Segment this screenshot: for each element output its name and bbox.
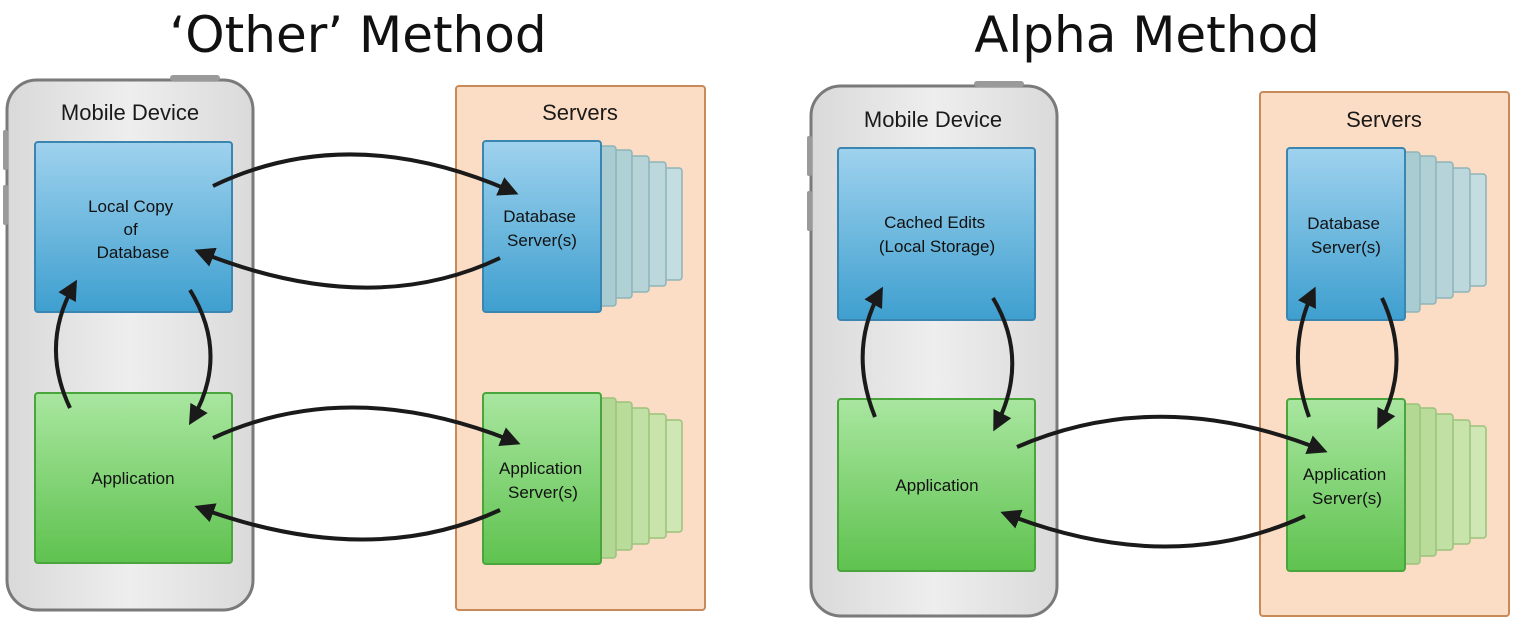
panel-title: Alpha Method (974, 6, 1320, 64)
arrow-cached-edits-to-app (991, 296, 1015, 432)
arrow-app-to-cached-edits (860, 286, 883, 418)
arrow-app-server-to-app (194, 503, 501, 542)
database-server-stack: Database Server(s) (1286, 147, 1487, 321)
arrow-app-to-local (54, 279, 77, 409)
data-flow-arrows (54, 152, 521, 542)
application-server-label: Application Server(s) (499, 459, 587, 502)
cached-edits-box: Cached Edits (Local Storage) (837, 147, 1036, 321)
data-flow-arrows (860, 286, 1399, 549)
arrow-app-server-to-db-server (1296, 286, 1316, 418)
arrow-local-to-db-server (212, 152, 519, 196)
panel-title: ‘Other’ Method (169, 6, 546, 64)
arrow-app-to-app-server (1016, 414, 1328, 455)
device-label: Mobile Device (61, 100, 199, 125)
arrow-app-to-app-server (212, 405, 521, 447)
local-database-label: Local Copy of Database (88, 197, 178, 262)
arrow-db-server-to-local (194, 247, 501, 290)
servers-label: Servers (542, 100, 618, 125)
application-server-label: Application Server(s) (1303, 465, 1391, 508)
application-box: Application (837, 398, 1036, 572)
panel-other-method: ‘Other’ Method Mobile Device Local Copy … (3, 6, 706, 612)
database-server-label: Database Server(s) (1307, 214, 1385, 257)
servers-label: Servers (1346, 107, 1422, 132)
database-server-stack: Database Server(s) (482, 140, 683, 313)
arrow-local-to-app (188, 288, 213, 426)
arrow-db-server-to-app-server (1377, 297, 1399, 430)
application-label: Application (895, 476, 978, 495)
cached-edits-label: Cached Edits (Local Storage) (879, 213, 995, 256)
panel-alpha-method: Alpha Method Mobile Device Cached Edits … (807, 6, 1510, 618)
database-server-label: Database Server(s) (503, 207, 581, 250)
application-label: Application (91, 469, 174, 488)
application-box: Application (34, 392, 233, 564)
application-server-stack: Application Server(s) (482, 392, 683, 565)
local-database-box: Local Copy of Database (34, 141, 233, 313)
device-label: Mobile Device (864, 107, 1002, 132)
arrow-app-server-to-app (1000, 509, 1306, 549)
